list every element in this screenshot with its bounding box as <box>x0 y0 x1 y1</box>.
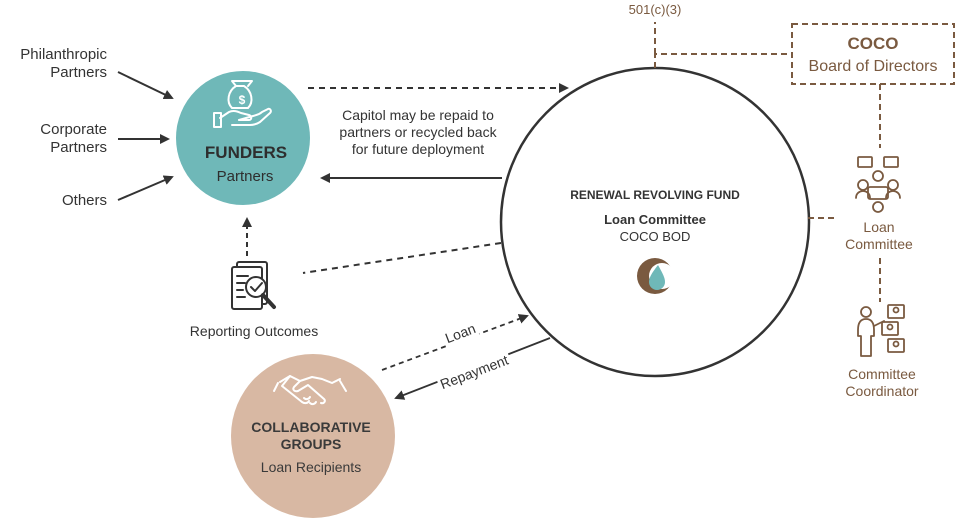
coco-title: COCO <box>847 34 899 53</box>
handshake-icon <box>273 375 347 406</box>
arrow-philanthropic <box>117 71 174 100</box>
coco-subtitle: Board of Directors <box>808 58 938 75</box>
collaborative-subtitle: Loan Recipients <box>260 459 362 475</box>
source-others: Others <box>61 192 107 209</box>
fund-committee: Loan Committee <box>604 212 706 227</box>
reporting-label: Reporting Outcomes <box>189 323 319 339</box>
funders-circle <box>176 71 310 205</box>
coco-logo-icon <box>637 258 675 294</box>
funders-title: FUNDERS <box>204 143 288 162</box>
meeting-group-icon <box>855 156 901 213</box>
coco-board-box <box>791 23 955 85</box>
report-magnifier-icon <box>231 261 276 310</box>
hand-money-bag-icon: $ <box>213 80 272 128</box>
collaborative-circle <box>231 354 395 518</box>
funders-subtitle: Partners <box>216 168 274 185</box>
status-501c3: 501(c)(3) <box>628 2 682 17</box>
arrow-others <box>117 175 174 201</box>
fund-bod: COCO BOD <box>619 229 691 244</box>
svg-text:$: $ <box>239 93 246 107</box>
bracket-501c3 <box>654 53 793 68</box>
coordinator-icon <box>857 304 905 357</box>
fund-title: RENEWAL REVOLVING FUND <box>570 188 740 202</box>
arrow-loan <box>381 314 529 371</box>
line-fund-to-reporting <box>302 242 502 274</box>
